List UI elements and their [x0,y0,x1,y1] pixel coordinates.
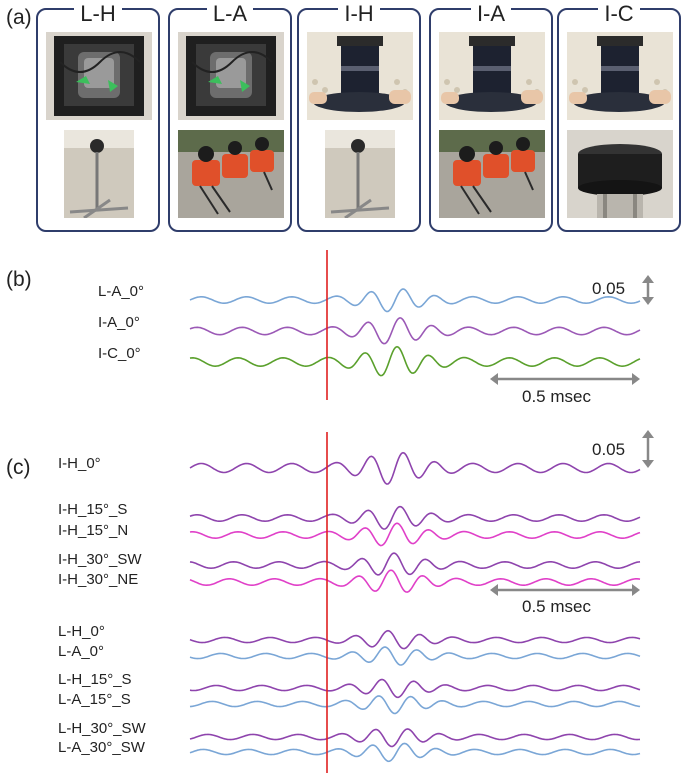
waveform-trace [189,695,641,715]
tripod-sensor-photo [325,130,395,218]
panel-b-label: (b) [6,268,32,291]
trace-label: I-H_15°_N [58,522,128,539]
sensor-config-card: I-H [297,1,421,232]
sensor-config-card: I-A [429,1,553,232]
waveform-trace [189,552,641,576]
card-title: L-H [38,1,158,27]
amplitude-scale-label: 0.05 [592,279,625,298]
waveform-trace [189,345,641,377]
trace-label: I-A_0° [98,314,140,331]
card-title: I-A [431,1,551,27]
card-title: I-H [299,1,419,27]
trace-label: I-H_30°_NE [58,571,138,588]
time-scale-arrow [490,373,640,385]
card-title-text: I-C [598,1,640,26]
waveform-trace [189,316,641,345]
waveform-trace [189,646,641,666]
trace-label: I-C_0° [98,345,141,362]
trace-label: L-H_15°_S [58,671,132,688]
waveform-trace [189,451,641,485]
card-title: L-A [170,1,290,27]
sensor-config-card: L-A [168,1,292,232]
cylinder-handheld-photo [439,32,545,120]
three-red-sensors-photo [178,130,284,218]
waveform-trace [189,505,641,530]
three-red-sensors-photo [439,130,545,218]
sensor-config-card: L-H [36,1,160,232]
waveform-trace [189,569,641,593]
trace-label: L-A_0° [98,283,144,300]
amplitude-scale-arrow [642,430,654,468]
trace-label: L-A_15°_S [58,691,131,708]
trace-label: I-H_15°_S [58,501,127,518]
trace-label: L-A_30°_SW [58,739,146,756]
card-title-text: L-H [74,1,122,26]
black-dome-photo [567,130,673,218]
waveform-trace [189,678,641,699]
trace-label: L-H_0° [58,623,105,640]
sensor-config-card: I-C [557,1,681,232]
instrument-box-photo [178,32,284,120]
waveform-trace [189,742,641,763]
panel-a-label: (a) [6,6,32,29]
time-scale-label: 0.5 msec [522,597,591,616]
card-title-text: L-A [206,1,254,26]
amplitude-scale-label: 0.05 [592,440,625,459]
card-title-text: I-H [338,1,380,26]
waveform-trace [189,522,641,547]
cylinder-handheld-photo [307,32,413,120]
instrument-box-photo [46,32,152,120]
trace-label: L-H_30°_SW [58,720,147,737]
card-title-text: I-A [470,1,512,26]
time-scale-label: 0.5 msec [522,387,591,406]
waveform-trace [189,629,641,650]
time-scale-arrow [490,584,640,596]
trace-label: L-A_0° [58,643,104,660]
card-title: I-C [559,1,679,27]
trace-label: I-H_0° [58,455,101,472]
trace-label: I-H_30°_SW [58,551,142,568]
tripod-sensor-photo [64,130,134,218]
amplitude-scale-arrow [642,275,654,305]
waveform-trace [189,288,641,313]
panel-c-label: (c) [6,456,31,479]
waveform-trace [189,728,641,748]
cylinder-handheld-photo [567,32,673,120]
